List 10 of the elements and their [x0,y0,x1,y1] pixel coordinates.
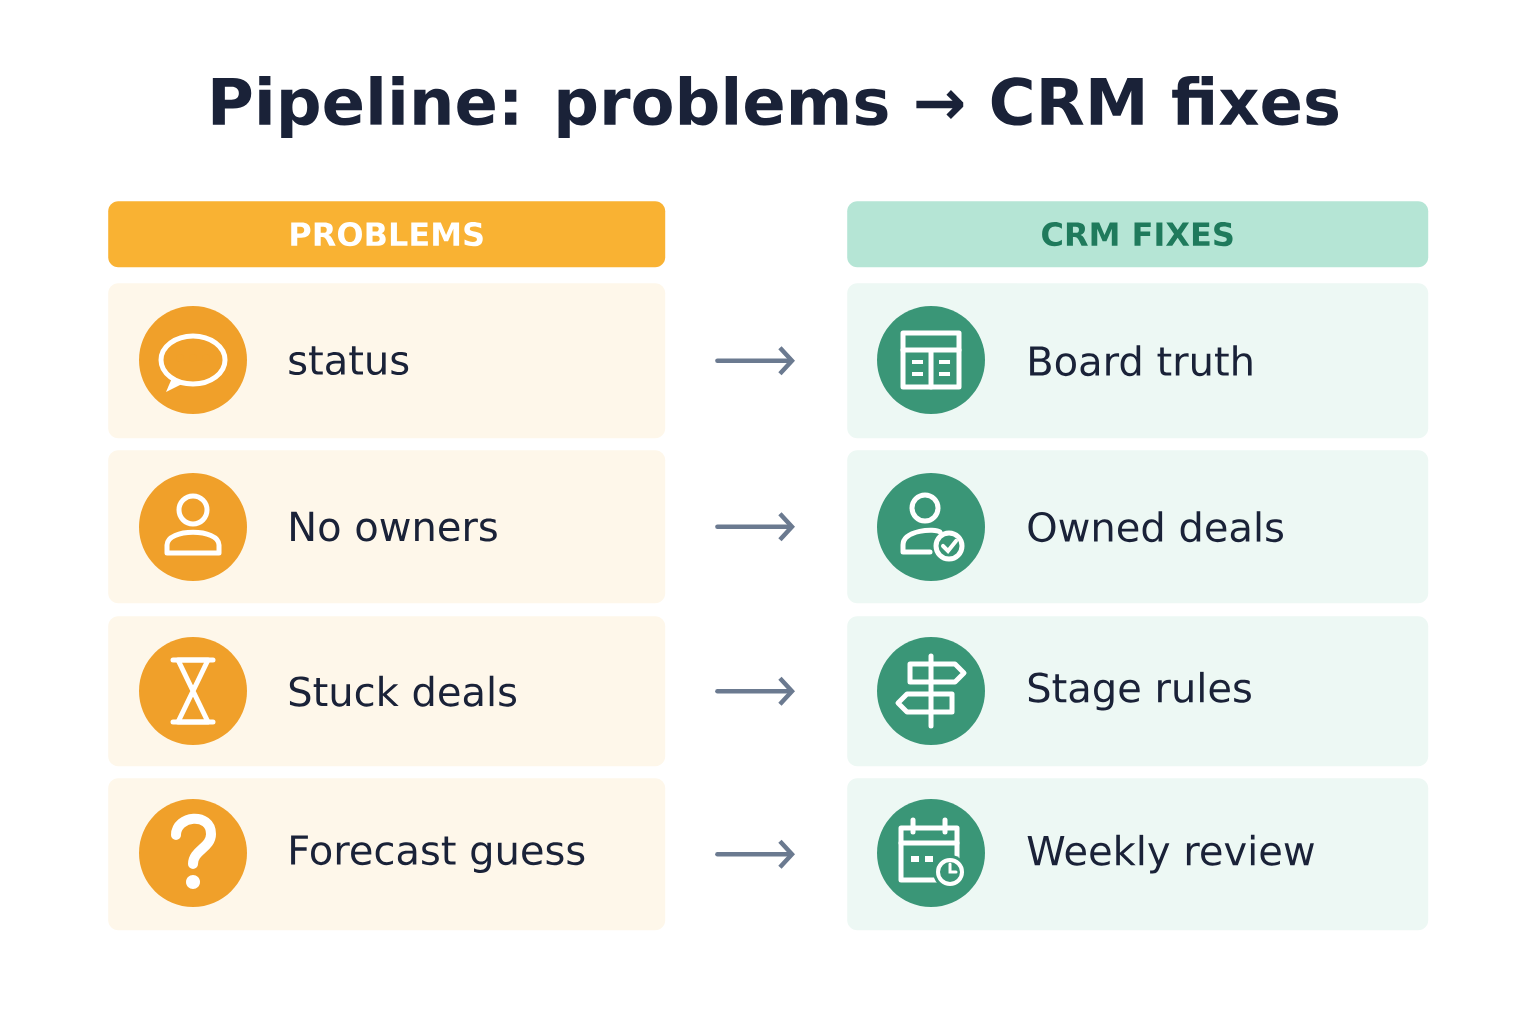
column-header: CRM FIXES [847,201,1429,268]
fix-card: Owned deals [847,450,1429,604]
arrow [715,512,795,542]
fix-card: Board truth [847,283,1429,439]
arrow [715,676,795,706]
arrow [715,839,795,869]
column-header: PROBLEMS [108,201,666,268]
title: Pipeline: problems → CRM fixes [212,76,1338,138]
fix-card: Weekly review [847,778,1429,931]
arrow [715,346,795,376]
